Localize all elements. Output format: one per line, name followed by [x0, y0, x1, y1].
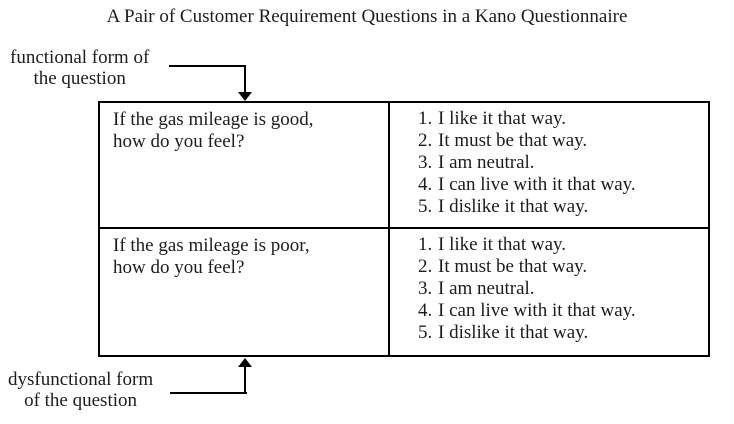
- option-item: 3. I am neutral.: [418, 278, 704, 300]
- option-text: It must be that way.: [438, 130, 588, 151]
- dysfunctional-form-label-line1: dysfunctional form: [8, 369, 154, 390]
- option-text: It must be that way.: [438, 256, 588, 277]
- option-text: I am neutral.: [438, 152, 535, 173]
- option-number: 1.: [418, 234, 433, 255]
- option-item: 4. I can live with it that way.: [418, 300, 704, 322]
- option-number: 5.: [418, 322, 433, 343]
- option-text: I can live with it that way.: [438, 300, 636, 321]
- option-number: 4.: [418, 174, 433, 195]
- dysfunctional-options-cell: 1. I like it that way. 2. It must be tha…: [388, 227, 708, 355]
- functional-arrow-horizontal-line: [169, 65, 246, 67]
- option-number: 4.: [418, 300, 433, 321]
- option-item: 5. I dislike it that way.: [418, 322, 704, 344]
- option-number: 3.: [418, 152, 433, 173]
- kano-question-table: If the gas mileage is good, how do you f…: [98, 101, 710, 357]
- option-item: 3. I am neutral.: [418, 152, 704, 174]
- option-item: 1. I like it that way.: [418, 108, 704, 130]
- option-text: I can live with it that way.: [438, 174, 636, 195]
- functional-form-label: functional form of the question: [10, 47, 149, 89]
- option-number: 5.: [418, 196, 433, 217]
- dysfunctional-form-label: dysfunctional form of the question: [8, 369, 153, 411]
- dysfunctional-form-label-line2: of the question: [24, 390, 138, 411]
- option-item: 2. It must be that way.: [418, 256, 704, 278]
- option-number: 3.: [418, 278, 433, 299]
- question-text-line1: If the gas mileage is poor,: [113, 235, 310, 256]
- option-text: I like it that way.: [438, 108, 567, 129]
- dysfunctional-arrow-vertical-line: [244, 366, 246, 394]
- dysfunctional-arrow-horizontal-line: [170, 392, 247, 394]
- option-number: 1.: [418, 108, 433, 129]
- option-number: 2.: [418, 130, 433, 151]
- option-number: 2.: [418, 256, 433, 277]
- option-text: I dislike it that way.: [438, 196, 589, 217]
- dysfunctional-question-cell: If the gas mileage is poor, how do you f…: [100, 227, 388, 355]
- arrow-up-icon: [238, 358, 252, 367]
- question-text-line2: how do you feel?: [113, 257, 245, 278]
- option-text: I dislike it that way.: [438, 322, 589, 343]
- arrow-down-icon: [238, 92, 252, 101]
- option-item: 1. I like it that way.: [418, 234, 704, 256]
- question-text-line1: If the gas mileage is good,: [113, 109, 314, 130]
- option-text: I like it that way.: [438, 234, 567, 255]
- option-item: 5. I dislike it that way.: [418, 196, 704, 218]
- functional-options-cell: 1. I like it that way. 2. It must be tha…: [388, 103, 708, 227]
- option-item: 4. I can live with it that way.: [418, 174, 704, 196]
- functional-question-cell: If the gas mileage is good, how do you f…: [100, 103, 388, 227]
- option-text: I am neutral.: [438, 278, 535, 299]
- question-text-line2: how do you feel?: [113, 131, 245, 152]
- functional-arrow-vertical-line: [244, 65, 246, 93]
- functional-form-label-line1: functional form of: [10, 47, 150, 68]
- option-item: 2. It must be that way.: [418, 130, 704, 152]
- functional-form-label-line2: the question: [33, 68, 126, 89]
- figure-title: A Pair of Customer Requirement Questions…: [106, 6, 628, 27]
